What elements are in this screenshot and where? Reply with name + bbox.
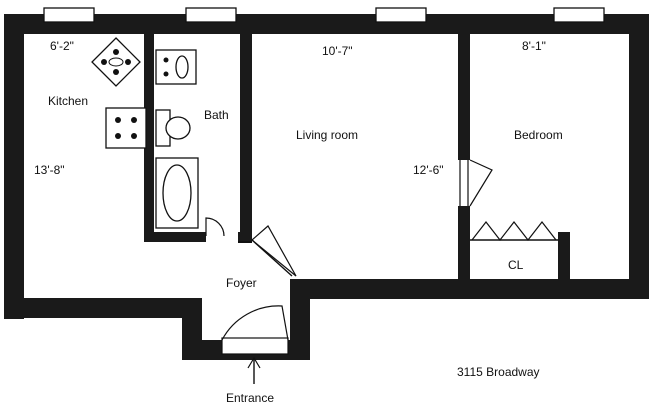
entrance-door-opening — [221, 337, 289, 355]
right-wall — [629, 14, 649, 299]
closet-label: CL — [508, 258, 524, 272]
window-bedroom — [553, 7, 605, 23]
living-length-label: 12'-6" — [413, 163, 444, 177]
bedroom-door — [469, 159, 493, 207]
kitchen-width-label: 6'-2" — [50, 39, 74, 53]
outer-walls — [4, 14, 649, 360]
living-bedroom-wall-upper — [458, 34, 470, 160]
window-kitchen — [43, 7, 95, 23]
entrance-door — [221, 305, 289, 341]
living-bottom-wall — [290, 279, 649, 299]
window-bath — [185, 7, 237, 23]
bedroom-width-label: 8'-1" — [522, 39, 546, 53]
closet-right-wall — [558, 232, 570, 282]
bath-toilet — [155, 109, 191, 147]
closet-doors — [471, 221, 557, 241]
bath-door — [205, 217, 225, 237]
doors — [205, 159, 557, 355]
entrance-arrow — [247, 356, 261, 384]
bath-sink — [155, 49, 197, 85]
living-bedroom-wall-lower — [458, 206, 470, 282]
bath-living-wall — [240, 34, 252, 242]
living-door — [251, 225, 297, 277]
entrance-label: Entrance — [226, 391, 274, 405]
bedroom-label: Bedroom — [514, 128, 563, 142]
living-width-label: 10'-7" — [322, 44, 353, 58]
foyer-label: Foyer — [226, 276, 257, 290]
living-room-label: Living room — [296, 128, 358, 142]
kitchen-bath-wall — [144, 34, 154, 240]
kitchen-label: Kitchen — [48, 94, 88, 108]
kitchen-stove — [105, 107, 147, 149]
interior-walls — [144, 34, 570, 282]
kitchen-bottom-wall — [4, 298, 199, 318]
address-label: 3115 Broadway — [457, 365, 540, 379]
kitchen-sink — [91, 37, 141, 87]
windows — [43, 7, 605, 23]
bathtub — [155, 157, 199, 229]
bath-label: Bath — [204, 108, 229, 122]
bath-bottom-wall-left — [144, 232, 206, 242]
left-wall — [4, 14, 24, 319]
kitchen-length-label: 13'-8" — [34, 163, 65, 177]
top-wall — [4, 14, 649, 34]
window-living — [375, 7, 427, 23]
foyer-right-wall — [290, 279, 310, 360]
